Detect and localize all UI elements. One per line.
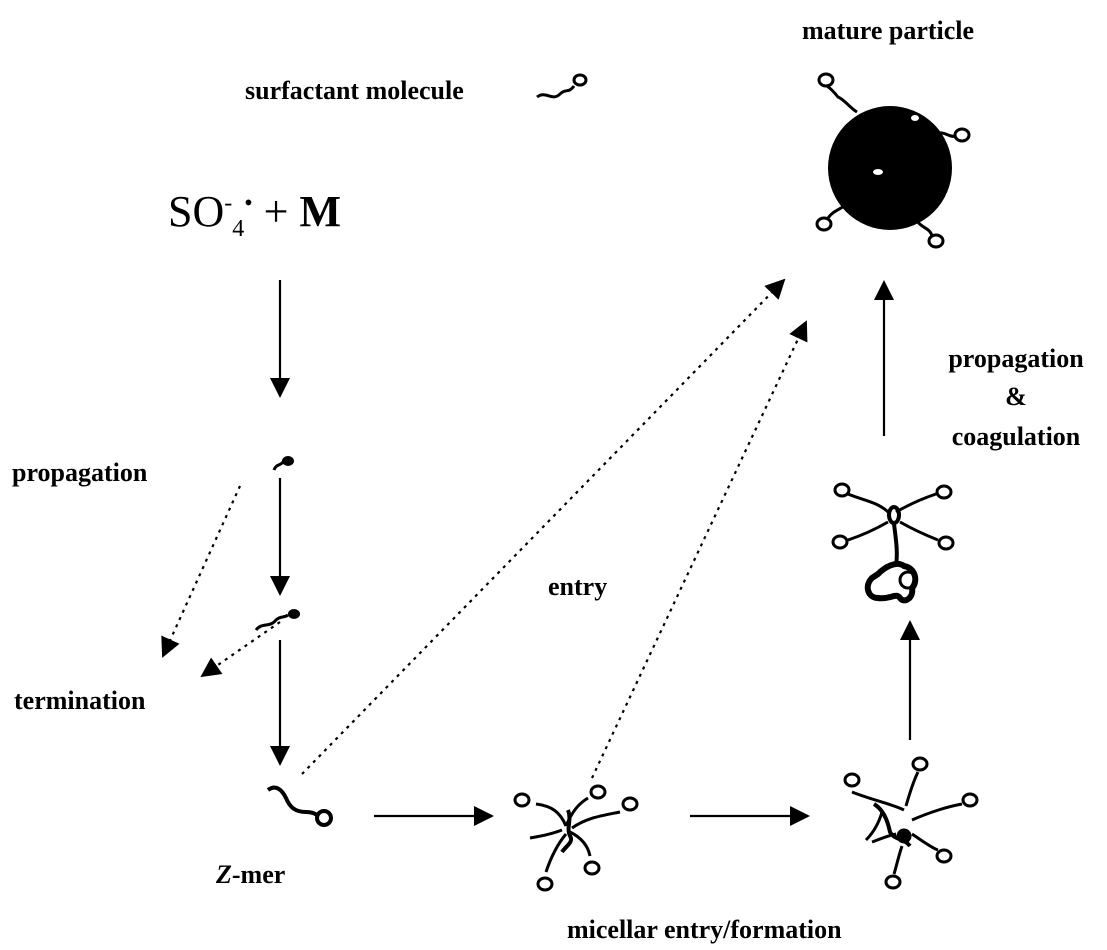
zmer-icon (266, 785, 333, 827)
arrow-entry-zmer (301, 278, 786, 775)
oligomer-radical-small (272, 456, 294, 471)
formula-so: SO (168, 187, 225, 236)
arrow-termination-1 (161, 485, 242, 658)
mature-particle-label: mature particle (802, 16, 975, 45)
oligomer-radical-medium (254, 609, 300, 632)
formula-radical: • (244, 190, 253, 217)
zmer-label: Z-mer (216, 862, 285, 888)
initiator-monomer-formula: SO-4• + M (168, 187, 342, 241)
arrow-entry-micelle (591, 320, 808, 779)
formula-subscript: 4 (232, 215, 245, 242)
zmer-rest: -mer (231, 860, 286, 889)
propagation-coagulation-line1: propagation (948, 344, 1084, 373)
formula-plus: + (252, 187, 300, 236)
formula-monomer: M (299, 187, 342, 236)
zmer-italic: Z (216, 860, 232, 889)
propagation-label: propagation (12, 458, 148, 487)
surfactant-molecule-label: surfactant molecule (245, 76, 464, 105)
mature-particle-icon (815, 72, 971, 249)
micelle-icon (513, 784, 639, 892)
termination-label: termination (14, 686, 146, 715)
propagation-coagulation-line3: coagulation (951, 422, 1081, 451)
entry-label: entry (548, 572, 608, 601)
arrow-termination-2 (200, 621, 281, 678)
surfactant-molecule-icon (536, 73, 588, 99)
formula-charge: - (224, 190, 233, 217)
micellar-entry-formation-label: micellar entry/formation (567, 915, 842, 944)
swollen-micelle-icon (843, 756, 979, 890)
growing-particle-icon (831, 482, 955, 604)
propagation-coagulation-line2: & (1005, 382, 1027, 411)
